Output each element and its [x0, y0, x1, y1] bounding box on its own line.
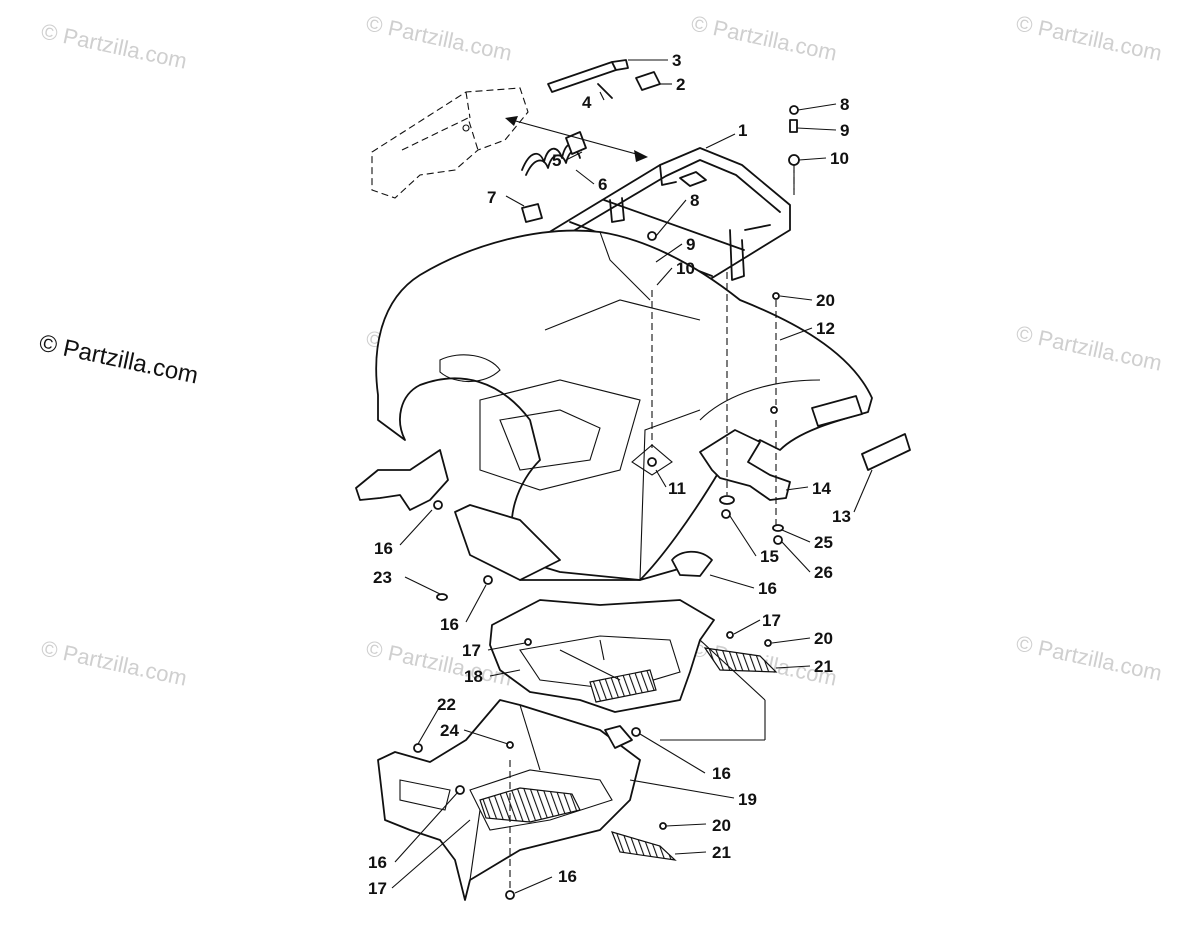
leader-lines	[391, 59, 873, 894]
callout-8: 8	[690, 191, 699, 210]
callout-4: 4	[582, 93, 592, 112]
callout-13: 13	[832, 507, 851, 526]
callout-7: 7	[487, 188, 496, 207]
callout-20: 20	[712, 816, 731, 835]
callout-26: 26	[814, 563, 833, 582]
callout-16: 16	[558, 867, 577, 886]
callout-16: 16	[712, 764, 731, 783]
callout-20: 20	[814, 629, 833, 648]
callout-3: 3	[672, 51, 681, 70]
pin-rod	[547, 59, 629, 93]
callout-17: 17	[762, 611, 781, 630]
partzilla-watermark-main: © Partzilla.com	[37, 329, 201, 389]
callout-8: 8	[840, 95, 849, 114]
callout-24: 24	[440, 721, 459, 740]
cotter-pin	[597, 83, 613, 99]
reflector	[811, 395, 863, 427]
callout-9: 9	[840, 121, 849, 140]
callout-5: 5	[552, 151, 561, 170]
callout-18: 18	[464, 667, 483, 686]
rear-fender	[375, 229, 873, 581]
phantom-bracket	[371, 87, 529, 199]
step-plate-lower	[610, 831, 677, 861]
watermark: © Partzilla.com	[689, 10, 839, 65]
inner-fender-panel	[454, 504, 713, 581]
callout-6: 6	[598, 175, 607, 194]
sleeve	[635, 71, 661, 91]
left-mud-flap	[355, 449, 449, 511]
callout-23: 23	[373, 568, 392, 587]
footwell-lower	[377, 699, 641, 901]
alignment-lines	[509, 170, 795, 890]
direction-arrow	[505, 116, 648, 162]
plug	[521, 203, 543, 223]
watermark: © Partzilla.com	[364, 10, 514, 65]
fasteners	[413, 292, 784, 900]
callout-10: 10	[676, 259, 695, 278]
callout-9: 9	[686, 235, 695, 254]
callout-15: 15	[760, 547, 779, 566]
footwell-upper	[489, 599, 715, 713]
callout-21: 21	[814, 657, 833, 676]
callout-21: 21	[712, 843, 731, 862]
callout-16: 16	[440, 615, 459, 634]
callout-25: 25	[814, 533, 833, 552]
callout-16: 16	[758, 579, 777, 598]
decal	[861, 433, 911, 471]
callout-20: 20	[816, 291, 835, 310]
callout-1: 1	[738, 121, 747, 140]
callout-17: 17	[368, 879, 387, 898]
callout-17: 17	[462, 641, 481, 660]
callout-12: 12	[816, 319, 835, 338]
callout-19: 19	[738, 790, 757, 809]
watermark: © Partzilla.com	[39, 635, 189, 690]
watermark: © Partzilla.com	[1014, 10, 1164, 65]
bushing	[565, 131, 587, 155]
step-plate	[703, 647, 778, 673]
watermark: © Partzilla.com	[1014, 630, 1164, 685]
callout-labels: 3 2 4 1 8 9 10 5 6 7 8 9 10 20 12 11 14 …	[368, 51, 851, 898]
callout-10: 10	[830, 149, 849, 168]
callout-16: 16	[374, 539, 393, 558]
callout-22: 22	[437, 695, 456, 714]
callout-14: 14	[812, 479, 831, 498]
callout-11: 11	[668, 479, 686, 498]
callout-16: 16	[368, 853, 387, 872]
callout-2: 2	[676, 75, 685, 94]
watermark: © Partzilla.com	[39, 18, 189, 73]
watermark: © Partzilla.com	[1014, 320, 1164, 375]
